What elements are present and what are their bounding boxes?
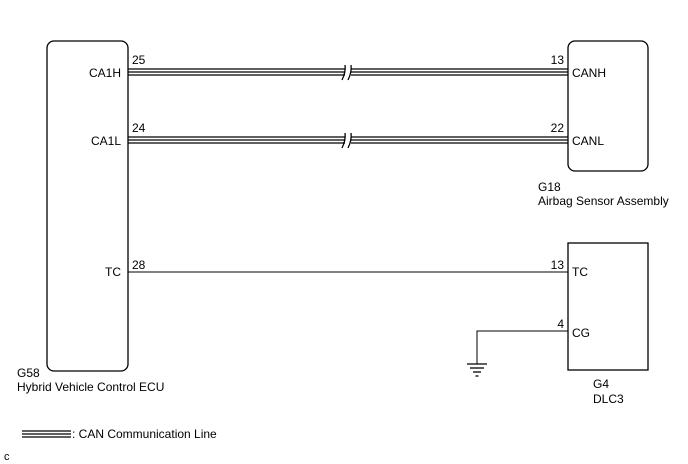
airbag-code: G18 [538, 180, 561, 194]
legend-text: : CAN Communication Line [72, 427, 217, 441]
can-low-line [128, 132, 568, 149]
dlc-terminal-tc-label: TC [572, 265, 588, 279]
dlc-terminal-tc-pin: 13 [550, 258, 564, 272]
can-high-line [128, 64, 568, 81]
dlc-name: DLC3 [593, 392, 624, 406]
ground-symbol-icon [467, 363, 487, 377]
ecu-terminal-ca1l-pin: 24 [132, 121, 146, 135]
ecu-terminal-ca1h-pin: 25 [132, 53, 146, 67]
ecu-terminal-tc-pin: 28 [132, 258, 146, 272]
ecu-terminal-ca1l-label: CA1L [90, 134, 121, 148]
dlc-code: G4 [593, 377, 610, 391]
airbag-terminal-canh-pin: 13 [550, 53, 564, 67]
dlc-terminal-cg-label: CG [572, 326, 590, 340]
airbag-terminal-canl-pin: 22 [550, 121, 564, 135]
airbag-terminal-canl-label: CANL [572, 134, 605, 148]
ecu-terminal-ca1h-label: CA1H [88, 66, 121, 80]
ecu-name: Hybrid Vehicle Control ECU [17, 380, 165, 394]
ecu-code: G58 [17, 366, 40, 380]
dlc3-box [567, 242, 649, 371]
airbag-sensor-box [567, 40, 649, 172]
ecu-terminal-tc-label: TC [105, 265, 121, 279]
corner-mark: c [4, 451, 10, 463]
dlc-terminal-cg-pin: 4 [557, 317, 564, 331]
airbag-name: Airbag Sensor Assembly [538, 194, 669, 208]
airbag-terminal-canh-label: CANH [572, 66, 607, 80]
cg-ground-wire [476, 330, 568, 364]
ecu-box [46, 40, 129, 372]
legend-can-line-swatch [22, 430, 71, 438]
